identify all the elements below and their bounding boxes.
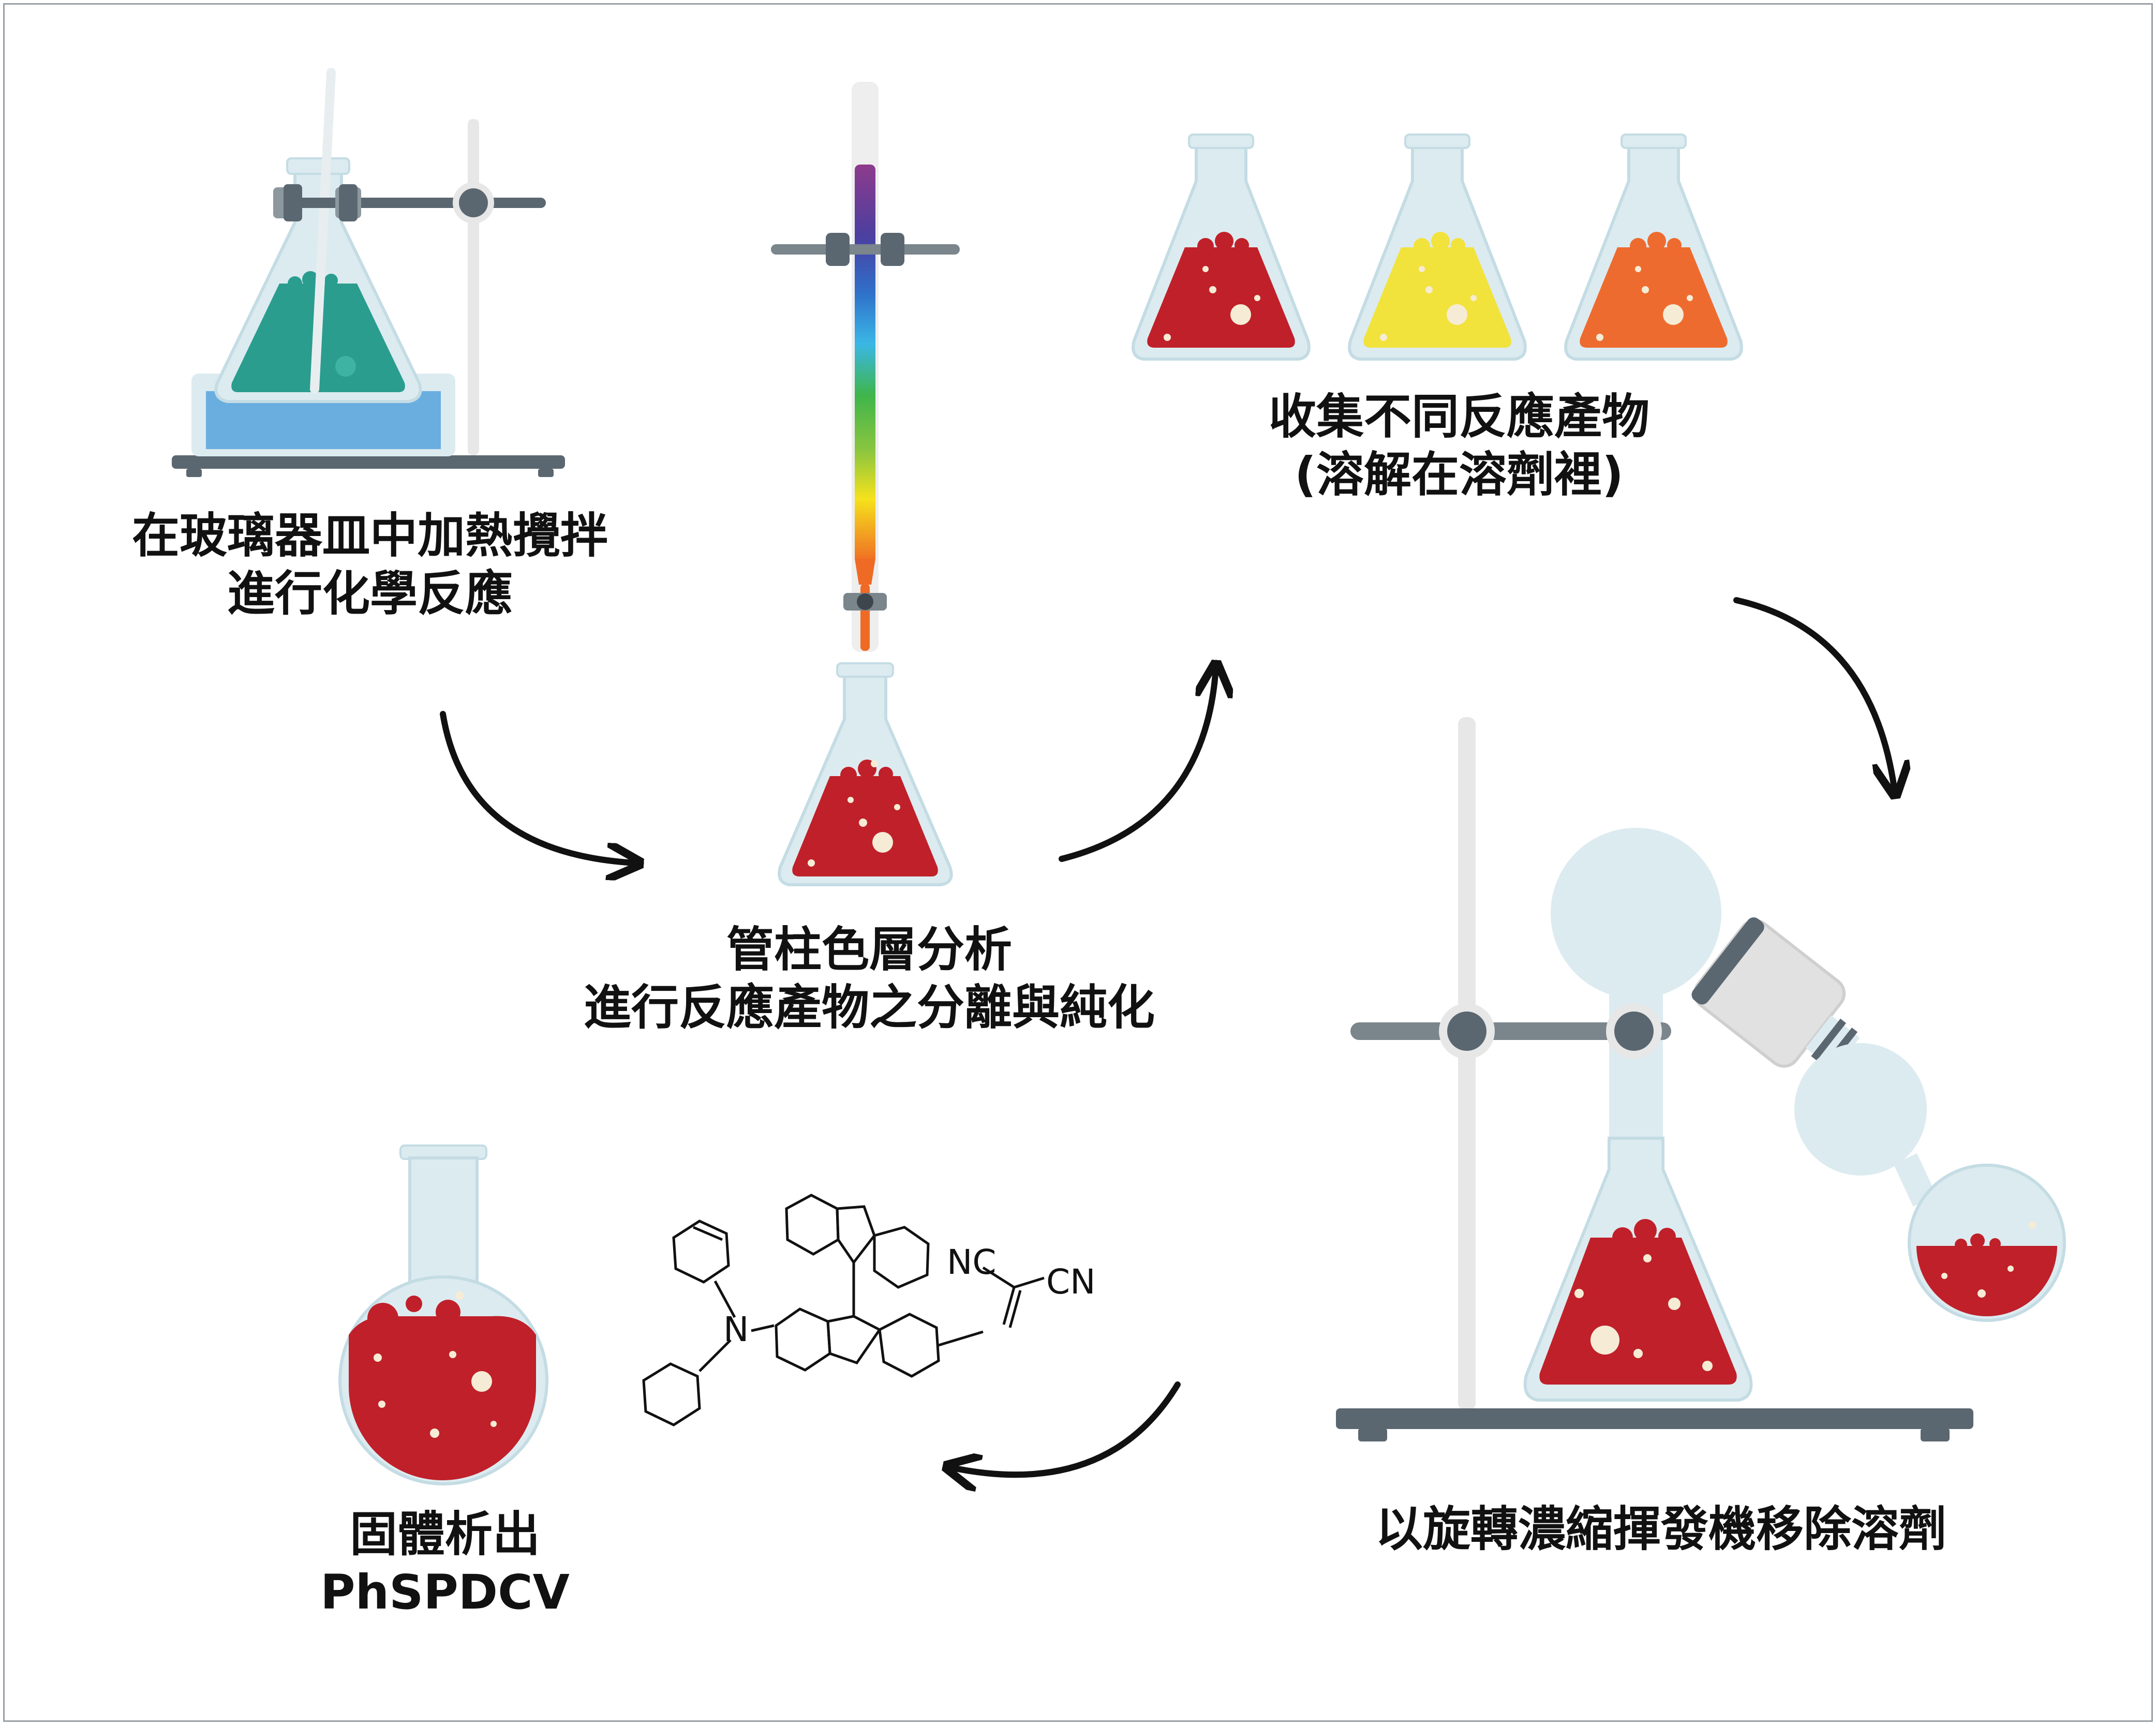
collected-flasks-icon (1132, 133, 1743, 361)
step3-line2: (溶解在溶劑裡) (1294, 447, 1624, 503)
step5-line1: 固體析出 (349, 1507, 540, 1562)
flask-orange (1564, 133, 1743, 361)
step3-caption: 收集不同反應產物 (溶解在溶劑裡) (1174, 388, 1744, 504)
step1-caption: 在玻璃器皿中加熱攪拌 進行化學反應 (78, 507, 662, 623)
flask-yellow (1348, 133, 1527, 361)
heating-flask-icon (172, 68, 565, 477)
flask-red (1132, 133, 1311, 361)
step4-caption: 以旋轉濃縮揮發機移除溶劑 (1304, 1500, 2018, 1558)
round-bottom-flask-icon (338, 1144, 548, 1485)
atom-n-label: N (723, 1310, 749, 1349)
step5-line2: PhSPDCV (320, 1565, 570, 1620)
arrow-icon (1733, 597, 1895, 792)
step1-line1: 在玻璃器皿中加熱攪拌 (131, 508, 608, 563)
border-frame (3, 3, 2153, 1722)
atom-cn-label: CN (1046, 1262, 1095, 1302)
step1-line2: 進行化學反應 (227, 566, 513, 622)
arrow-icon (950, 1381, 1181, 1475)
rotary-evaporator-icon (1336, 717, 2066, 1441)
atom-nc-label: NC (947, 1242, 996, 1282)
step5-caption: 固體析出 PhSPDCV (290, 1506, 600, 1622)
step2-line2: 進行反應產物之分離與純化 (583, 980, 1155, 1036)
step2-caption: 管柱色層分析 進行反應產物之分離與純化 (538, 921, 1200, 1037)
chromatography-column-icon (771, 82, 960, 886)
step4-line1: 以旋轉濃縮揮發機移除溶劑 (1375, 1501, 1946, 1557)
step2-line1: 管柱色層分析 (726, 922, 1012, 977)
arrow-icon (1059, 667, 1216, 862)
step3-line1: 收集不同反應產物 (1268, 389, 1649, 444)
molecule-structure-icon: N NC CN (642, 1194, 1095, 1426)
arrow-icon (440, 711, 636, 863)
